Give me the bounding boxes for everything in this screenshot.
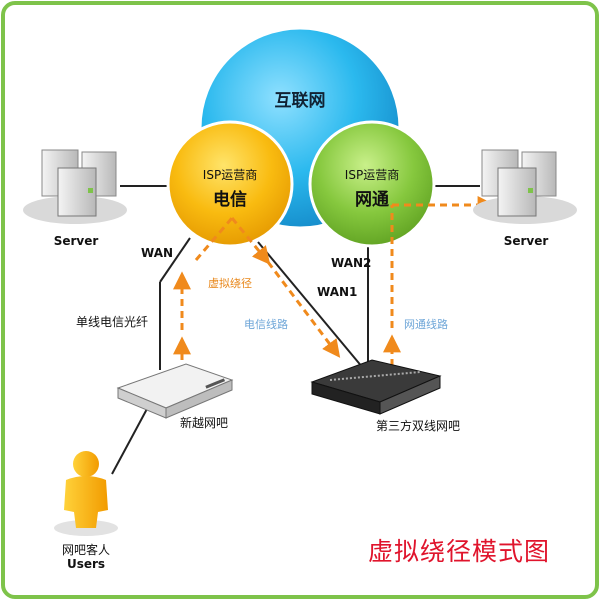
isp-netcom-node [308,120,436,248]
xinyue-router-icon [116,363,234,419]
server-right-label: Server [503,234,549,248]
isp-netcom-line1: ISP运营商 [344,168,400,182]
isp-telecom-node [166,120,294,248]
xinyue-bar-label: 新越网吧 [180,416,229,430]
server-left-label: Server [53,234,99,248]
virtual-detour-label: 虚拟绕径 [208,277,252,290]
telecom-route-label: 电信线路 [244,318,288,331]
isp-netcom-line2: 网通 [355,190,389,210]
footer-title: 虚拟绕径模式图 [368,537,551,566]
wan2-label: WAN2 [331,256,372,270]
single-fiber-label: 单线电信光纤 [76,315,149,329]
internet-title: 互联网 [274,91,326,111]
netcom-route-label: 网通线路 [404,318,448,331]
wan1-label: WAN1 [317,285,358,299]
server-left-icon [23,149,127,224]
isp-telecom-line1: ISP运营商 [202,168,258,182]
server-right-icon [473,149,577,224]
wan-label: WAN [141,246,174,260]
users-label-en: Users [66,557,106,571]
third-party-switch-icon [310,359,442,415]
users-label-cn: 网吧客人 [61,543,110,557]
isp-telecom-line2: 电信 [213,190,247,210]
user-figure-icon [54,451,118,536]
third-party-bar-label: 第三方双线网吧 [376,419,461,433]
